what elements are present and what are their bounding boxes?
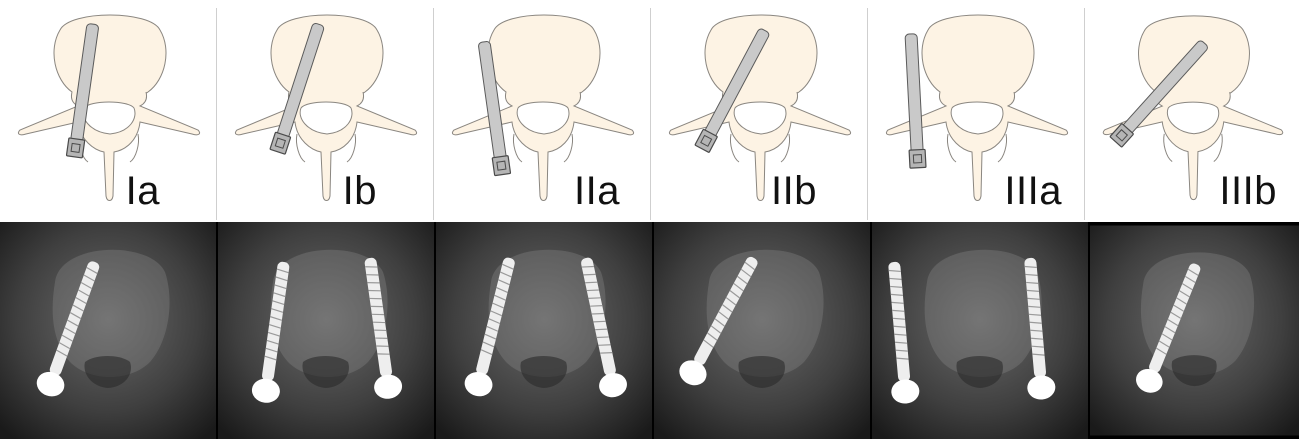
ct-scan-iiia [872, 222, 1088, 439]
ct-scan-ib [218, 222, 434, 439]
ct-scan-iia [436, 222, 652, 439]
vertebra-diagram-ia [0, 0, 216, 222]
panel-label: Ib [343, 169, 377, 214]
ct-scan-ia [0, 222, 216, 439]
diagram-panel-iia: IIa [434, 0, 650, 222]
vertebra-diagram-ib [217, 0, 433, 222]
diagram-panel-iiia: IIIa [868, 0, 1084, 222]
panel-label: Ia [126, 169, 160, 214]
panel-label: IIb [771, 169, 817, 214]
ct-row [0, 222, 1299, 439]
ct-scan-iiib [1090, 222, 1299, 439]
panel-label: IIIb [1219, 169, 1277, 214]
panel-label: IIIa [1004, 169, 1062, 214]
diagram-panel-ib: Ib [217, 0, 433, 222]
vertebra-outline [235, 15, 416, 201]
diagram-panel-ia: Ia [0, 0, 216, 222]
diagram-panel-iiib: IIIb [1085, 0, 1299, 222]
diagram-panel-iib: IIb [651, 0, 867, 222]
panel-label: IIa [574, 169, 620, 214]
diagram-row: Ia Ib IIa IIb IIIa IIIb [0, 0, 1299, 222]
ct-scan-iib [654, 222, 870, 439]
vertebra-diagram-iib [651, 0, 867, 222]
vertebra-outline [18, 15, 199, 201]
